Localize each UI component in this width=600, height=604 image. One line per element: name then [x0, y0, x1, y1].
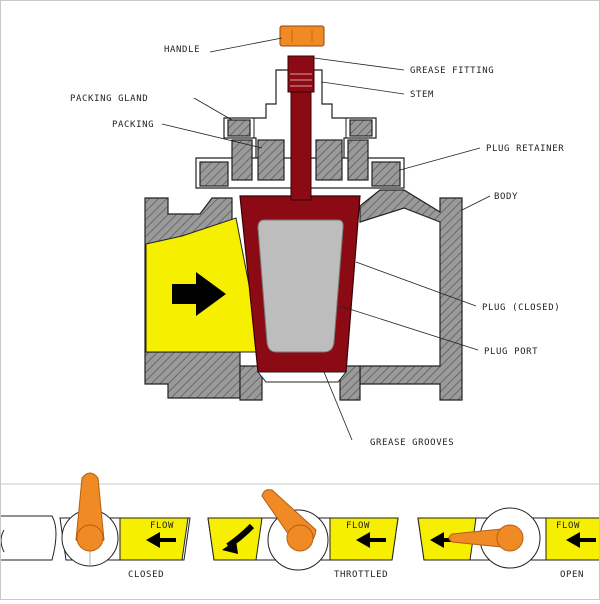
grease-grooves: [256, 371, 348, 383]
label-body: BODY: [494, 192, 518, 202]
flow-arrow: [172, 272, 226, 316]
plug-port: [257, 219, 344, 353]
label-stem: STEM: [410, 90, 434, 100]
label-grease-grooves: GREASE GROOVES: [370, 438, 454, 448]
position-label-throttled: THROTTLED: [334, 570, 388, 580]
label-plug-closed: PLUG (CLOSED): [482, 303, 560, 313]
flow-label-throttled: FLOW: [346, 521, 370, 531]
position-closed: FLOW CLOSED: [0, 472, 191, 580]
position-open: FLOW OPEN: [417, 507, 600, 580]
part-labels: HANDLE GREASE FITTING STEM PACKING GLAND…: [70, 45, 564, 448]
flow-label-closed: FLOW: [150, 521, 174, 531]
handle: [279, 25, 325, 47]
label-grease-fitting: GREASE FITTING: [410, 66, 494, 76]
packing: [257, 139, 343, 181]
label-plug-retainer: PLUG RETAINER: [486, 144, 564, 154]
position-label-open: OPEN: [560, 570, 584, 580]
label-plug-port: PLUG PORT: [484, 347, 538, 357]
leader-lines: [161, 37, 491, 441]
stem-thread: [290, 73, 312, 87]
position-label-closed: CLOSED: [128, 570, 164, 580]
label-packing: PACKING: [112, 120, 154, 130]
label-packing-gland: PACKING GLAND: [70, 94, 148, 104]
label-handle: HANDLE: [164, 45, 200, 55]
position-throttled: FLOW THROTTLED: [207, 489, 399, 580]
flow-label-open: FLOW: [556, 521, 580, 531]
